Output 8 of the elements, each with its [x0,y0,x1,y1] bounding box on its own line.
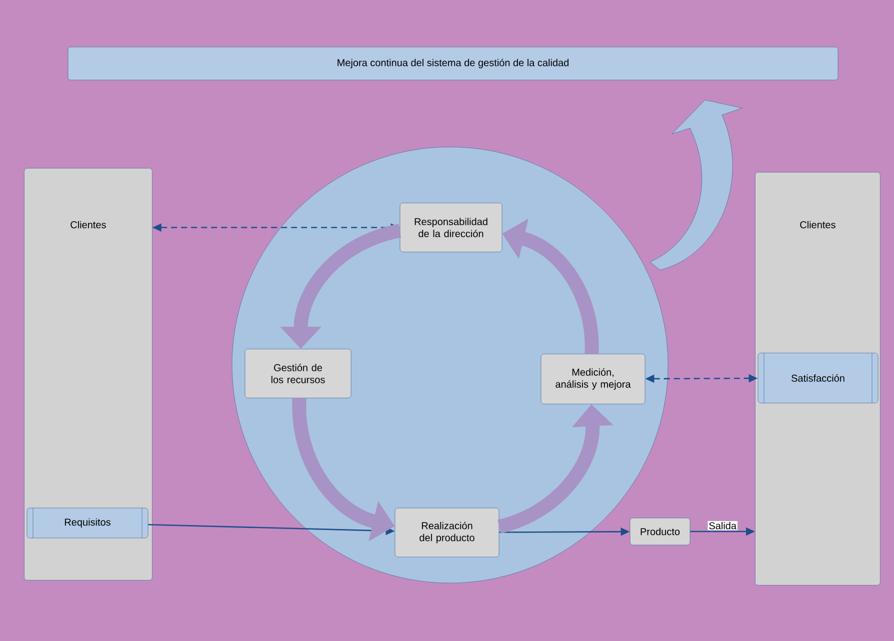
process-box: Requisitos [26,508,148,538]
process-box: Medición, análisis y mejora [540,354,646,404]
banner-box: Mejora continua del sistema de gestión de la calidad [68,46,838,80]
process-box: Gestión de los recursos [244,348,352,398]
process-box: Realización del producto [394,508,500,558]
process-box: Producto [630,518,690,546]
process-box: Satisfacción [758,352,878,404]
process-box: Responsabilidad de la dirección [400,202,502,252]
